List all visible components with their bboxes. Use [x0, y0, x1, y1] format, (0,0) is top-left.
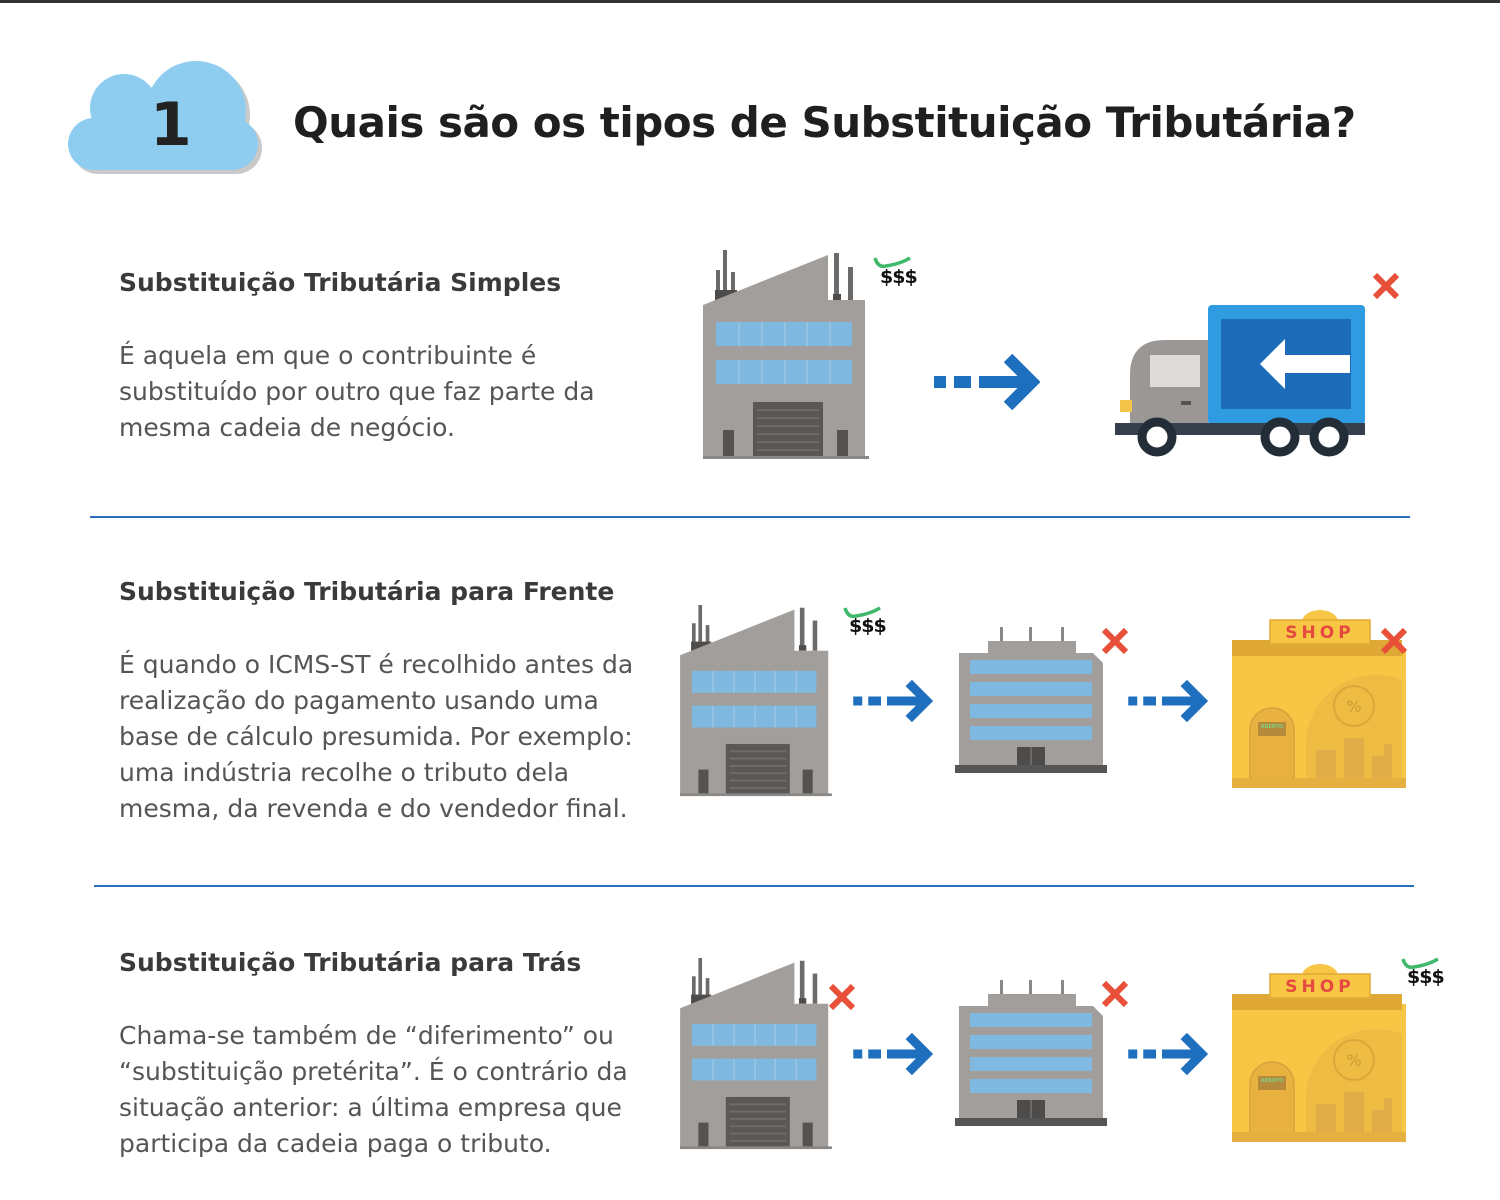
cross-icon	[1371, 271, 1401, 301]
shop-icon: SHOP ABERTO	[1232, 610, 1406, 788]
money-label: $$$	[849, 615, 887, 637]
money-label: $$$	[1407, 966, 1445, 988]
office-building-icon	[955, 980, 1107, 1126]
section-heading-simples: Substituição Tributária Simples	[119, 268, 562, 297]
truck-icon	[1115, 305, 1365, 458]
arrow-right-icon	[1127, 680, 1209, 722]
cross-icon	[827, 982, 857, 1012]
section-heading-tras: Substituição Tributária para Trás	[119, 948, 582, 977]
arrow-right-icon	[852, 680, 934, 722]
door-sign: ABERTO	[1260, 724, 1284, 730]
section-number: 1	[150, 90, 192, 160]
arrow-right-icon	[852, 1033, 934, 1075]
arrow-right-icon	[934, 354, 1040, 410]
office-building-icon	[955, 627, 1107, 773]
door-sign: ABERTO	[1260, 1078, 1284, 1084]
shop-sign: SHOP	[1285, 977, 1355, 997]
section-body-tras: Chama-se também de “diferimento” ou “sub…	[119, 1021, 628, 1158]
shop-sign: SHOP	[1285, 623, 1355, 643]
top-border	[0, 0, 1500, 3]
section-divider	[94, 885, 1414, 887]
section-heading-frente: Substituição Tributária para Frente	[119, 577, 615, 606]
cross-icon	[1100, 626, 1130, 656]
factory-icon	[703, 250, 869, 460]
shop-icon: SHOP ABERTO	[1232, 964, 1406, 1142]
factory-icon	[680, 958, 832, 1150]
cloud-icon	[68, 61, 262, 174]
arrow-right-icon	[1127, 1033, 1209, 1075]
cross-icon	[1379, 626, 1409, 656]
section-divider	[90, 516, 1410, 518]
factory-icon	[680, 605, 832, 797]
section-body-frente: É quando o ICMS-ST é recolhido antes da …	[119, 650, 634, 823]
section-body-simples: É aquela em que o contribuinte é substit…	[119, 341, 595, 442]
money-label: $$$	[880, 266, 918, 288]
page-title: Quais são os tipos de Substituição Tribu…	[293, 98, 1356, 147]
cross-icon	[1100, 979, 1130, 1009]
